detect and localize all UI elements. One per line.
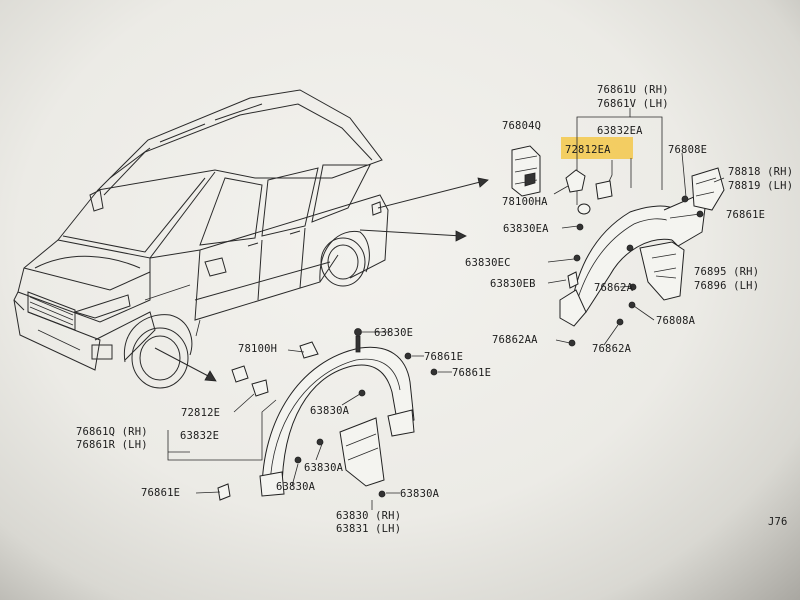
callout-76861R: 76861R (LH) bbox=[76, 439, 148, 451]
callout-63830EC: 63830EC bbox=[465, 257, 511, 269]
callout-63830A-1: 63830A bbox=[310, 405, 350, 417]
front-fender-parts bbox=[167, 328, 452, 510]
callout-63830E: 63830E bbox=[374, 327, 413, 339]
rear-fender-parts bbox=[511, 108, 725, 347]
callout-63830A-3: 63830A bbox=[276, 481, 316, 493]
callout-76862A-1: 76862A bbox=[594, 282, 634, 294]
screw-icons-rear bbox=[567, 195, 704, 347]
callout-76862AA: 76862AA bbox=[492, 334, 538, 346]
callout-72812EA: 72812EA bbox=[565, 144, 611, 156]
callout-76808A: 76808A bbox=[656, 315, 696, 327]
callout-63830A-4: 63830A bbox=[400, 488, 440, 500]
callout-76808E: 76808E bbox=[668, 144, 707, 156]
callout-76861E-top: 76861E bbox=[726, 209, 765, 221]
callout-76861E-bottom: 76861E bbox=[141, 487, 180, 499]
callout-78819: 78819 (LH) bbox=[728, 180, 793, 192]
callout-76861V: 76861V (LH) bbox=[597, 98, 669, 110]
diagram-code: J76 bbox=[768, 516, 788, 528]
callout-63830: 63830 (RH) bbox=[336, 510, 401, 522]
callout-78100HA: 78100HA bbox=[502, 196, 548, 208]
callout-63832E: 63832E bbox=[180, 430, 219, 442]
callout-63830EB: 63830EB bbox=[490, 278, 536, 290]
callout-76804Q: 76804Q bbox=[502, 120, 541, 132]
callout-76895: 76895 (RH) bbox=[694, 266, 759, 278]
callout-63831: 63831 (LH) bbox=[336, 523, 401, 535]
callout-76861E-m2: 76861E bbox=[452, 367, 491, 379]
vehicle-illustration bbox=[13, 89, 389, 389]
callout-76862A-2: 76862A bbox=[592, 343, 632, 355]
callout-76861E-m1: 76861E bbox=[424, 351, 463, 363]
screw-icons-front bbox=[217, 328, 438, 501]
highlight-marker bbox=[561, 137, 633, 159]
callout-72812E: 72812E bbox=[181, 407, 220, 419]
callout-78100H: 78100H bbox=[238, 343, 277, 355]
callout-78818: 78818 (RH) bbox=[728, 166, 793, 178]
callout-63830EA: 63830EA bbox=[503, 223, 549, 235]
part-callouts: 76861U (RH) 76861V (LH) 63832EA 76804Q 7… bbox=[76, 84, 793, 535]
callout-63832EA: 63832EA bbox=[597, 125, 643, 137]
callout-63830A-2: 63830A bbox=[304, 462, 344, 474]
pointer-arrows bbox=[154, 177, 489, 382]
callout-76861Q: 76861Q (RH) bbox=[76, 426, 148, 438]
callout-76861U: 76861U (RH) bbox=[597, 84, 669, 96]
callout-76896: 76896 (LH) bbox=[694, 280, 759, 292]
